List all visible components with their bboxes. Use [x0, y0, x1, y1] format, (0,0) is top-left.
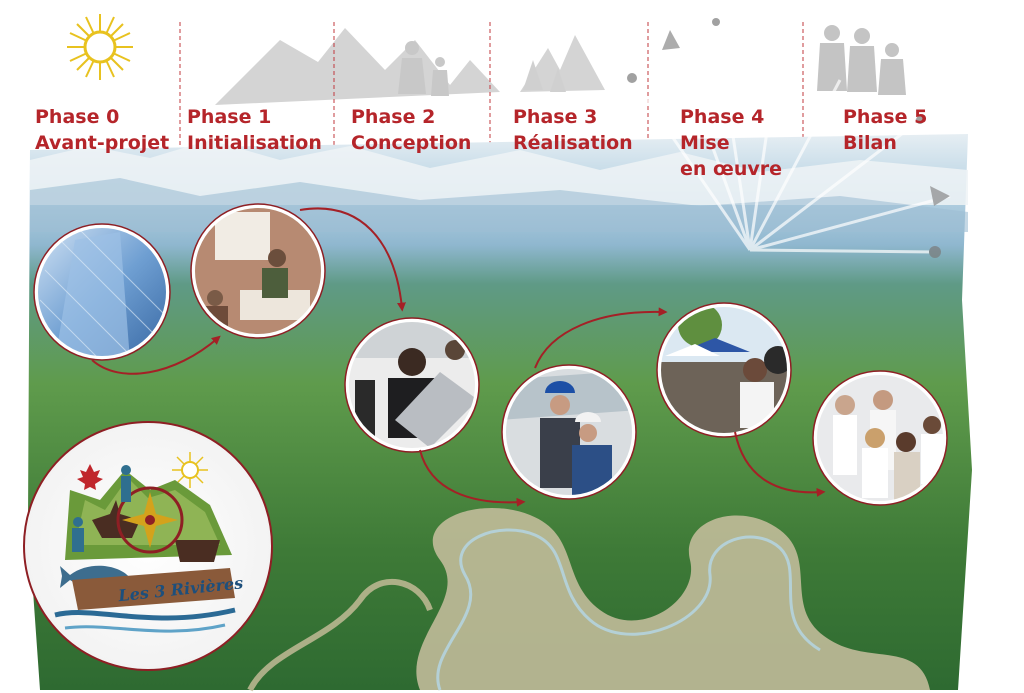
hikers-icon	[72, 465, 131, 552]
mountain-silhouette	[215, 28, 605, 105]
phase-5-name: Bilan	[843, 132, 897, 154]
compass-rose-icon	[116, 486, 184, 554]
compass-rays	[627, 18, 951, 258]
arrow-phase-0-to-1	[91, 335, 221, 375]
phase-1-photo	[190, 203, 326, 339]
phase-1-name: Initialisation	[187, 132, 322, 154]
phase-3-name: Réalisation	[513, 132, 633, 154]
phase-2-photo	[344, 317, 480, 453]
phase-separators	[179, 22, 804, 150]
people-silhouette	[817, 25, 906, 95]
hikers-silhouette	[398, 41, 449, 96]
animals-silhouette	[92, 500, 220, 562]
phase-4-number: Phase 4	[680, 106, 765, 128]
phase-3-label: Phase 3 Réalisation	[513, 104, 633, 156]
phase-0-number: Phase 0	[35, 106, 120, 128]
water-waves	[54, 607, 236, 621]
phase-4-name-line-2: en œuvre	[680, 158, 782, 180]
pine-trees-silhouette	[523, 60, 566, 92]
phase-arrows	[91, 207, 826, 507]
sun-icon	[67, 14, 133, 80]
phase-4-label: Phase 4 Mise en œuvre	[680, 104, 782, 182]
arrow-phase-4-to-5	[734, 431, 826, 497]
phase-2-name: Conception	[351, 132, 472, 154]
phase-3-number: Phase 3	[513, 106, 598, 128]
phase-0-photo	[33, 223, 171, 361]
logo-sun-icon	[172, 452, 208, 488]
les-3-rivieres-logo: Les 3 Rivières	[23, 421, 273, 671]
phase-5-photo	[812, 370, 948, 506]
arrow-phase-1-to-2	[299, 207, 406, 312]
banner	[72, 568, 235, 610]
phase-3-photo	[501, 364, 637, 500]
phase-2-label: Phase 2 Conception	[351, 104, 471, 156]
phase-0-name: Avant-projet	[35, 132, 170, 154]
phase-1-label: Phase 1 Initialisation	[187, 104, 322, 156]
phase-2-number: Phase 2	[351, 106, 436, 128]
phase-5-number: Phase 5	[843, 106, 928, 128]
phase-1-number: Phase 1	[187, 106, 272, 128]
phase-0-label: Phase 0 Avant-projet	[35, 104, 169, 156]
maple-leaf-icon	[77, 464, 103, 490]
phase-4-name-line-1: Mise	[680, 132, 730, 154]
arrow-phase-2-to-3	[419, 449, 526, 507]
phase-5-label: Phase 5 Bilan	[843, 104, 927, 156]
arrow-phase-3-to-4	[534, 307, 668, 369]
